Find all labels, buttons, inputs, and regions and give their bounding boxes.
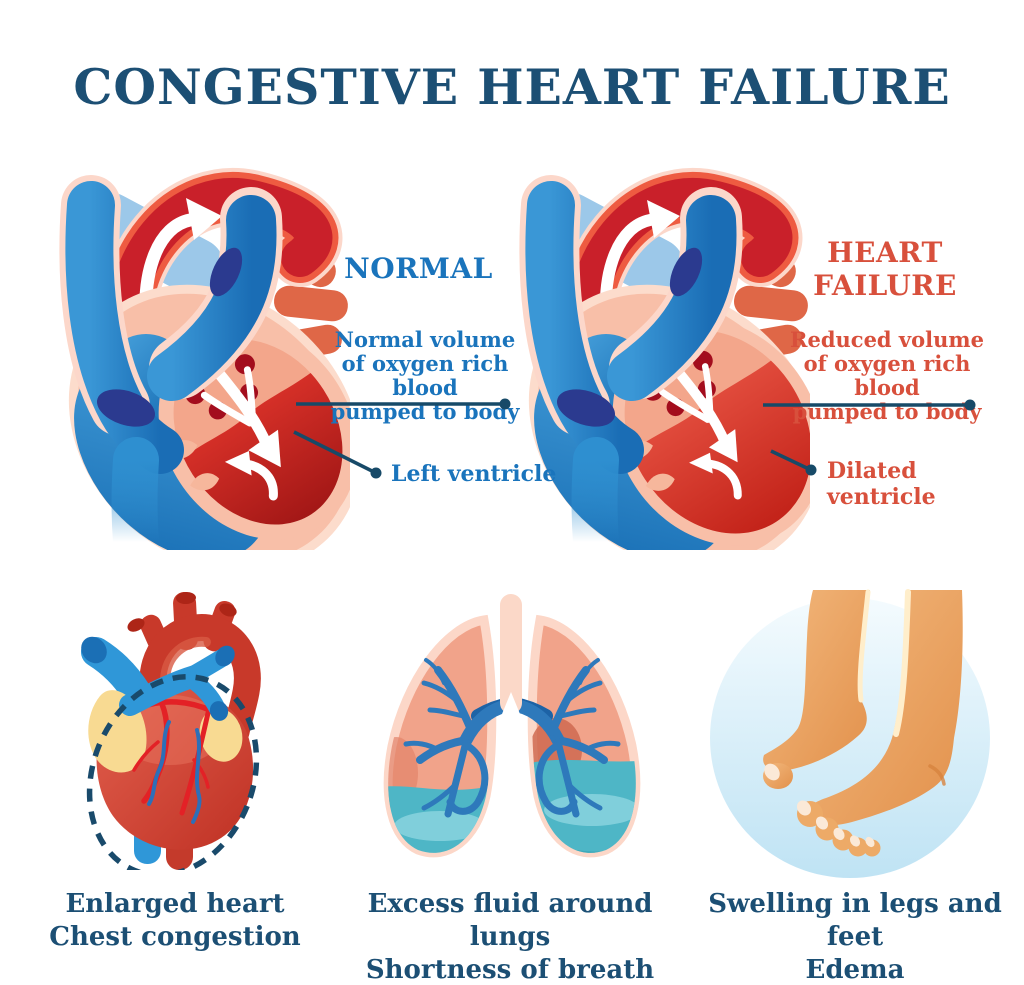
blood-flow-arrows xyxy=(200,366,281,501)
heart-failure-heading-line: FAILURE xyxy=(813,269,957,302)
annotation-line: of oxygen rich blood xyxy=(341,351,509,400)
feet-caption: Swelling in legs and feet Edema xyxy=(697,888,1013,985)
normal-annotation: Normal volume of oxygen rich blood pumpe… xyxy=(322,328,528,424)
vessel-spot xyxy=(669,247,703,297)
heart-failure-heading: HEART FAILURE xyxy=(795,236,975,302)
left-ventricle-label: Left ventricle xyxy=(391,461,557,487)
vessel-spot xyxy=(209,247,243,297)
lungs-illustration xyxy=(383,594,641,858)
aorta-highlight xyxy=(160,636,211,685)
page-title: CONGESTIVE HEART FAILURE xyxy=(73,58,951,116)
toenail xyxy=(764,763,780,781)
heart-failure-annotation: Reduced volume of oxygen rich blood pump… xyxy=(782,328,992,424)
caption-line: Enlarged heart xyxy=(65,889,285,919)
pulmonary-artery xyxy=(607,187,743,401)
annotation-line: pumped to body xyxy=(792,399,982,424)
normal-heading-line: NORMAL xyxy=(344,252,493,285)
caption-line: Excess fluid around lungs xyxy=(367,889,653,952)
inferior-vena-cava xyxy=(111,437,159,550)
annotation-line: Normal volume xyxy=(334,327,516,352)
failing-heart-illustration xyxy=(519,167,810,550)
heart-failure-heading-line: HEART xyxy=(827,236,943,269)
superior-vena-cava xyxy=(59,175,184,474)
front-foot xyxy=(796,589,963,857)
enlarged-heart-caption: Enlarged heart Chest congestion xyxy=(35,888,315,954)
inferior-vena-cava xyxy=(571,437,619,550)
trachea xyxy=(500,594,522,714)
annotation-line: of oxygen rich blood xyxy=(803,351,971,400)
blood-flow-arrows xyxy=(658,363,742,500)
caption-line: Chest congestion xyxy=(49,922,301,952)
superior-vena-cava xyxy=(81,636,151,707)
pulmonary-artery xyxy=(147,187,283,401)
toenails xyxy=(796,800,875,848)
enlarged-heart-illustration xyxy=(81,591,261,870)
right-bronchial-tree xyxy=(511,658,621,818)
back-foot xyxy=(763,589,871,789)
dilated-ventricle-label: Dilated ventricle xyxy=(827,458,936,510)
vessel-spot xyxy=(556,389,616,427)
annotation-line: Reduced volume xyxy=(790,327,984,352)
caption-line: Swelling in legs and feet xyxy=(708,889,1002,952)
normal-heading: NORMAL xyxy=(326,252,511,285)
caption-line: Shortness of breath xyxy=(365,955,655,985)
normal-heart-illustration xyxy=(59,167,350,550)
vessel-spot xyxy=(96,389,156,427)
vessel-end-caps xyxy=(127,591,237,632)
pulmonary-artery xyxy=(119,645,235,721)
caption-line: Edema xyxy=(805,955,905,985)
swollen-feet-illustration xyxy=(710,589,990,878)
annotation-line: pumped to body xyxy=(330,399,520,424)
epicardial-fat-right xyxy=(199,708,243,762)
cardiac-veins xyxy=(147,720,202,824)
ankle-line xyxy=(928,764,946,786)
superior-vena-cava xyxy=(519,175,644,474)
lungs-caption: Excess fluid around lungs Shortness of b… xyxy=(352,888,668,985)
